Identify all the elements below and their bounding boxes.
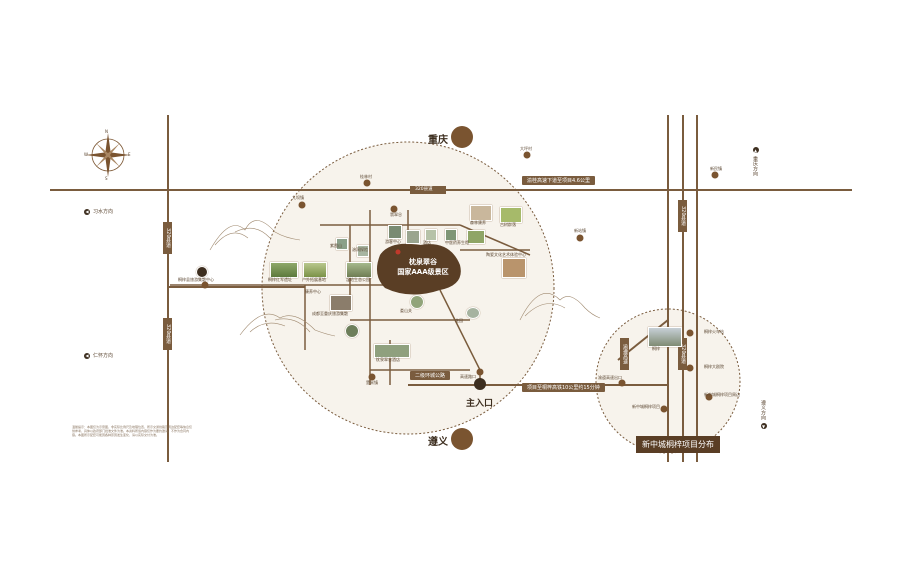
road-320-left-upper: 320县道	[163, 222, 172, 254]
photo-10	[470, 205, 492, 221]
photo-16	[410, 295, 424, 309]
label-23: 娄山关	[400, 308, 412, 313]
photo-18	[374, 344, 410, 358]
label-30: 新中城桐梓项目	[632, 404, 660, 409]
photo-20	[196, 266, 208, 278]
photo-13	[502, 258, 526, 278]
scenic-name: 枕泉翠谷	[409, 258, 437, 266]
photo-7	[406, 230, 420, 244]
dir-renhuai: ◀仁怀方向	[84, 352, 113, 359]
road-320-left-lower: 320县道	[163, 318, 172, 350]
label-3: 新民镇	[710, 166, 722, 171]
south-arrow-icon: ▼	[760, 423, 767, 429]
label-36: 新中城桐梓项目周边	[704, 392, 740, 397]
label-18: 溶洞探险	[352, 247, 368, 252]
label-9: 酒店	[423, 240, 431, 245]
outer-roads	[50, 115, 852, 462]
photo-4	[336, 238, 348, 250]
label-6: 翡翠谷	[390, 212, 402, 217]
photo-3	[346, 262, 372, 278]
photo-19	[648, 327, 682, 347]
dir-renhuai-text: 仁怀方向	[93, 353, 114, 359]
photo-2	[303, 262, 327, 278]
photo-12	[467, 230, 485, 244]
label-17: 康养中心	[305, 289, 321, 294]
photo-11	[500, 207, 522, 223]
label-8: 游客中心	[385, 239, 401, 244]
road-320-top: 320县道	[413, 186, 435, 192]
main-entrance-label: 主入口	[466, 399, 494, 409]
label-15: 桐梓红军遗址	[268, 277, 292, 282]
poi-pins	[201, 151, 719, 413]
red-marker	[395, 249, 401, 255]
road-320-right-lower: 320县道	[678, 338, 687, 370]
compass-e: E	[128, 152, 131, 157]
label-31: 桐梓大剧院	[704, 364, 724, 369]
dir-zunyi-text: 遵义方向	[760, 400, 766, 420]
scenic-center-label: 枕泉翠谷 国家AAA级景区	[388, 258, 458, 278]
label-27: 花园	[455, 318, 463, 323]
scenic-grade: 国家AAA级景区	[397, 267, 449, 276]
label-jiuhu: 九坝镇	[292, 195, 304, 200]
label-24: 楚米镇	[366, 380, 378, 385]
city-zunyi: 遵义	[428, 437, 448, 448]
label-37: 桐梓火车站	[704, 329, 724, 334]
label-2: 大坪村	[520, 146, 532, 151]
road-ring: 二级环城公路	[410, 371, 451, 380]
label-1: 桂林村	[360, 174, 372, 179]
photo-6	[388, 225, 402, 239]
photo-9	[445, 229, 457, 241]
photo-1	[270, 262, 298, 278]
label-11: 中医药养生馆	[445, 240, 469, 245]
label-13: 古树群落	[500, 222, 516, 227]
label-4: 新站镇	[574, 228, 586, 233]
dir-chongqing-text: 重庆方向	[752, 156, 758, 176]
photo-8	[425, 229, 437, 241]
label-28: 高速路口	[460, 374, 476, 379]
chongqing-marker	[451, 126, 473, 148]
label-7: 紫霞山	[330, 243, 342, 248]
main-entrance-icon	[474, 378, 486, 390]
photo-5	[357, 245, 369, 257]
footnote: 温馨提示：本图仅为示意图，非实际比例尺及地理位置，所示交通线路及周边配套等信息仅…	[72, 425, 193, 438]
city-chongqing: 重庆	[428, 135, 448, 146]
compass-n: N	[105, 129, 108, 134]
label-12: 森林康养	[470, 220, 486, 225]
label-14: 陶瓷文化艺术体验中心	[486, 252, 526, 257]
photo-17	[466, 307, 480, 319]
dir-xishui-text: 习水方向	[93, 209, 114, 215]
label-19: 湿地生态公园	[346, 277, 370, 282]
west-arrow-icon: ◀	[84, 208, 90, 215]
dir-zunyi: 遵义方向 ▼	[760, 400, 767, 429]
compass-w: W	[84, 152, 88, 157]
label-21: 桐梓县旅游集散中心	[178, 277, 214, 282]
dir-xishui: ◀习水方向	[84, 208, 113, 215]
road-jinzun: 渝遵高速	[620, 338, 629, 370]
project-title: 新中城桐梓项目分布	[636, 436, 720, 453]
callout-top: 渝桂高速下道至项目4.6公里	[522, 176, 595, 185]
mountain-illustrations	[209, 220, 601, 337]
road-320-right: 320县道	[678, 200, 687, 232]
scenic-center-badge	[376, 243, 461, 295]
zunyi-marker	[451, 428, 473, 450]
photo-15	[345, 324, 359, 338]
label-29: 渝遵高速出口	[598, 375, 622, 380]
west-arrow-icon: ◀	[84, 352, 90, 359]
label-22: 成都至重庆旅游集散	[312, 311, 348, 316]
callout-bottom: 项目至桐梓高铁10公里约15分钟	[522, 383, 605, 392]
photo-14	[330, 295, 352, 311]
north-arrow-icon: ▲	[752, 147, 759, 153]
label-16: 户外拓展基地	[302, 277, 326, 282]
compass-s: S	[105, 176, 108, 181]
label-25: 枕泉翠谷酒店	[376, 357, 400, 362]
label-32: 桐梓	[652, 346, 660, 351]
dir-chongqing: ▲ 重庆方向	[752, 147, 759, 176]
compass-rose	[86, 133, 130, 177]
